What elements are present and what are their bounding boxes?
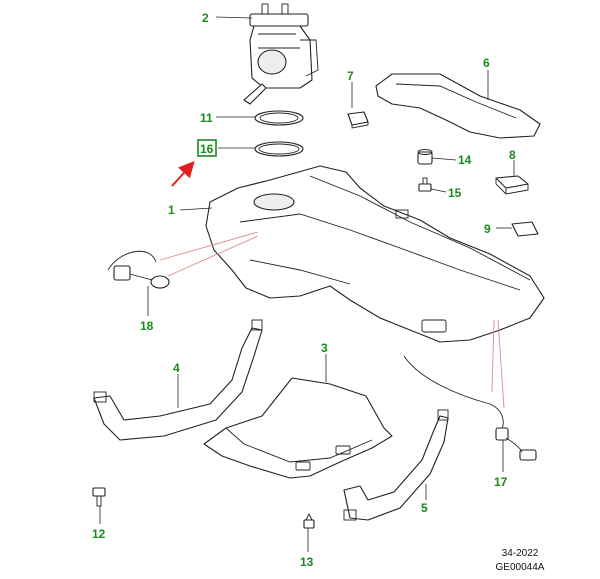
callout-label-8: 8	[509, 148, 516, 162]
callout-label-5: 5	[421, 501, 428, 515]
underbody-shield	[203, 377, 393, 479]
insulator-pad-7	[347, 111, 369, 129]
clip-13	[303, 512, 315, 529]
tank-strap-right	[343, 409, 449, 521]
callout-label-9: 9	[484, 222, 491, 236]
fuel-pump-module	[243, 3, 319, 105]
highlight-arrow	[171, 161, 195, 187]
callout-label-1: 1	[168, 203, 175, 217]
locking-ring	[254, 110, 304, 126]
callout-label-12: 12	[92, 527, 106, 541]
callout-label-6: 6	[483, 56, 490, 70]
fuel-tank	[205, 165, 545, 343]
page-reference: 34-2022	[502, 548, 539, 559]
strap-bolt-12	[92, 487, 106, 507]
callout-label-13: 13	[300, 555, 314, 569]
callout-label-15: 15	[448, 186, 462, 200]
callout-label-4: 4	[173, 361, 180, 375]
figure-code: GE00044A	[496, 562, 545, 573]
callout-label-3: 3	[321, 341, 328, 355]
callout-label-11: 11	[200, 111, 213, 125]
callout-labels: 2 11 16 1 7 6 14 15 8 9 18 3 4 5 12 13 1…	[92, 11, 516, 569]
nut-14	[417, 149, 433, 165]
pump-seal	[254, 141, 304, 157]
callout-highlight-box	[197, 139, 217, 157]
wiring-harness-18	[403, 355, 537, 461]
callout-label-7: 7	[347, 69, 354, 83]
callout-label-17: 18	[140, 319, 154, 333]
bolt-15	[418, 177, 432, 192]
insulator-block-8	[495, 175, 529, 195]
pink-leader-lines	[159, 231, 505, 409]
wiring-harness-17	[107, 250, 170, 289]
callout-label-16: 16	[200, 142, 214, 156]
callout-label-2: 2	[202, 11, 209, 25]
tank-strap-left	[93, 319, 263, 441]
callout-leaders	[99, 16, 515, 552]
callout-label-18: 17	[494, 475, 508, 489]
heat-shield	[375, 73, 541, 139]
insulator-pad-9	[511, 221, 539, 237]
callout-label-14: 14	[458, 153, 472, 167]
